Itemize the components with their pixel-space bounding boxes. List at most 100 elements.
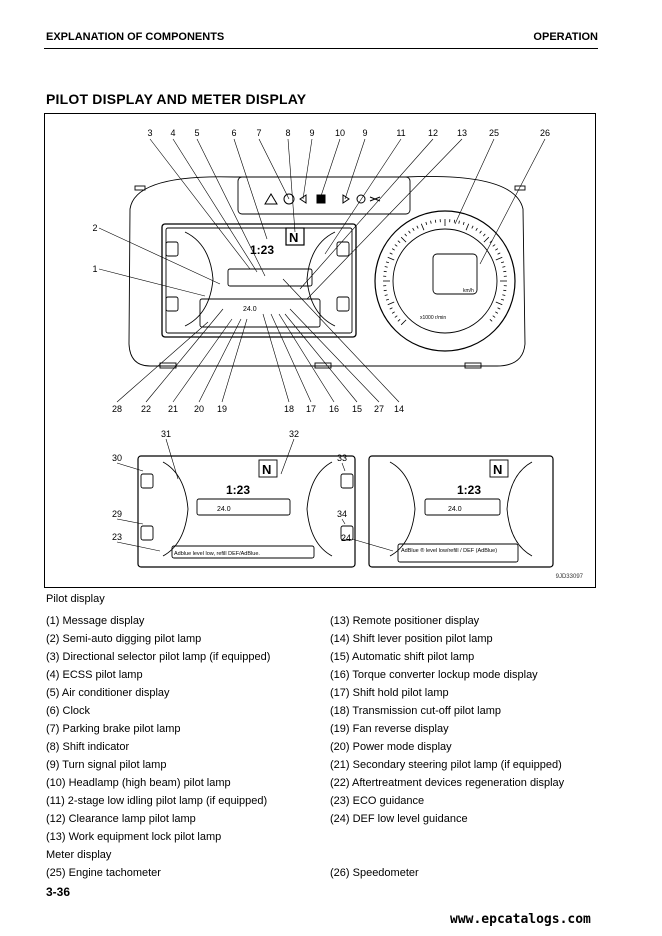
- figure-code: 9JD33097: [555, 574, 583, 580]
- speedometer-tick: [495, 311, 499, 314]
- legend-item: (10) Headlamp (high beam) pilot lamp: [46, 777, 231, 789]
- legend-item: (8) Shift indicator: [46, 741, 130, 753]
- leader-line: [145, 308, 224, 403]
- speedometer-tick: [408, 230, 411, 234]
- speedometer-tick: [492, 315, 496, 318]
- speedometer-tick: [391, 248, 395, 251]
- clearance-lamp-icon: [356, 194, 366, 204]
- temp-display: 24.0: [243, 306, 257, 313]
- speedometer-tick: [497, 307, 501, 310]
- callout-number: 24: [341, 533, 351, 543]
- gear-indicator-mini-left: N: [262, 462, 271, 477]
- callout-number: 19: [217, 404, 227, 414]
- panel-outline: [128, 176, 526, 367]
- legend-item: (2) Semi-auto digging pilot lamp: [46, 633, 202, 645]
- speedometer-tick: [391, 311, 395, 314]
- callout-number: 32: [289, 429, 299, 439]
- leader-line: [454, 138, 495, 225]
- speedometer-tick: [394, 315, 398, 318]
- speedometer-tick: [387, 301, 395, 306]
- leader-line: [287, 138, 296, 233]
- callout-number: 4: [170, 128, 175, 138]
- leader-line: [98, 227, 221, 285]
- callout-number: 21: [168, 404, 178, 414]
- callout-number: 27: [374, 404, 384, 414]
- speedometer-tick: [412, 227, 415, 231]
- legend-item: (12) Clearance lamp pilot lamp: [46, 813, 196, 825]
- speedometer-tick: [397, 319, 401, 322]
- page-number: 3-36: [46, 885, 71, 899]
- clock-display: 1:23: [250, 243, 274, 257]
- callout-number: 8: [285, 128, 290, 138]
- legend-item: (18) Transmission cut-off pilot lamp: [330, 705, 501, 717]
- speedometer-tick: [500, 261, 505, 264]
- speedometer-tick: [385, 298, 390, 301]
- speedometer-tick: [502, 294, 506, 296]
- callout-number: 2: [92, 223, 97, 233]
- speedometer-tick: [479, 230, 482, 234]
- callout-number: 10: [335, 128, 345, 138]
- legend-item: (20) Power mode display: [330, 741, 452, 753]
- callout-number: 23: [112, 532, 122, 542]
- dashboard-figure: N 1:23 km/h x1000 r/min 24.0 N 1:23 24.0…: [44, 113, 596, 588]
- speedometer-tick: [400, 236, 407, 243]
- callout-number: 7: [256, 128, 261, 138]
- speedometer-tick: [397, 240, 401, 243]
- leader-line: [196, 138, 266, 277]
- callout-number: 16: [329, 404, 339, 414]
- speed-unit: km/h: [463, 288, 474, 294]
- header-rule: [44, 48, 598, 49]
- indicator-bar: [237, 176, 411, 215]
- warning-icon: [264, 193, 278, 205]
- leader-line: [116, 541, 161, 552]
- leader-line: [324, 138, 402, 255]
- callout-number: 17: [306, 404, 316, 414]
- speedometer-tick: [404, 233, 407, 237]
- leader-line: [149, 138, 251, 270]
- gear-indicator-mini-right: N: [493, 462, 502, 477]
- tacho-label: x1000 r/min: [420, 315, 446, 321]
- headlamp-icon: [316, 194, 326, 204]
- legend-item: (23) ECO guidance: [330, 795, 425, 807]
- speedometer-tick: [489, 319, 493, 322]
- mini-display-left: [137, 455, 356, 568]
- speedometer-tick: [387, 256, 395, 261]
- speedometer-tick: [384, 266, 388, 268]
- temp-mini-right: 24.0: [448, 506, 462, 513]
- speedometer-tick: [462, 221, 465, 226]
- leader-line: [341, 462, 346, 472]
- speedometer-tick: [475, 227, 478, 231]
- speedometer-tick: [389, 252, 393, 255]
- callout-number: 30: [112, 453, 122, 463]
- legend-item: (21) Secondary steering pilot lamp (if e…: [330, 759, 562, 771]
- leader-line: [221, 318, 248, 403]
- leader-line: [280, 438, 295, 475]
- indicator-icons: [264, 193, 381, 205]
- legend-item: (25) Engine tachometer: [46, 867, 161, 879]
- legend-item: (14) Shift lever position pilot lamp: [330, 633, 493, 645]
- legend-item: (19) Fan reverse display: [330, 723, 449, 735]
- speedometer-dial: [374, 210, 516, 352]
- turn-right-icon: [342, 194, 350, 204]
- speedometer-tick: [465, 223, 470, 231]
- legend-item: (22) Aftertreatment devices regeneration…: [330, 777, 565, 789]
- leader-line: [198, 318, 242, 403]
- speedometer-tick: [394, 244, 398, 247]
- callout-number: 5: [194, 128, 199, 138]
- leader-line: [116, 462, 144, 472]
- parking-brake-icon: [283, 193, 295, 205]
- speedometer-tick: [495, 301, 503, 306]
- speedometer-tick: [495, 256, 503, 261]
- legend-item: (3) Directional selector pilot lamp (if …: [46, 651, 271, 663]
- legend-item: (15) Automatic shift pilot lamp: [330, 651, 475, 663]
- callout-number: 33: [337, 453, 347, 463]
- leader-line: [278, 313, 335, 403]
- leader-line: [306, 138, 463, 300]
- leader-line: [302, 138, 313, 200]
- header-left: EXPLANATION OF COMPONENTS: [46, 31, 225, 43]
- legend-item: (24) DEF low level guidance: [330, 813, 468, 825]
- leader-line: [319, 138, 341, 200]
- legend-item: (7) Parking brake pilot lamp: [46, 723, 181, 735]
- legend-item: (26) Speedometer: [330, 867, 419, 879]
- speedometer-tick: [389, 307, 393, 310]
